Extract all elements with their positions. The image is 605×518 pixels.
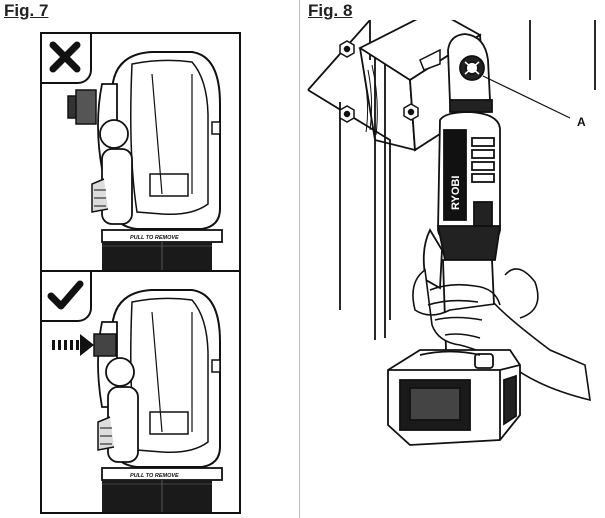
ring-text-correct: PULL TO REMOVE: [130, 473, 179, 479]
incorrect-badge: [42, 34, 92, 84]
fig8-illustration: RYOBI: [300, 20, 605, 518]
fig8-label: Fig. 8: [308, 1, 352, 21]
ring-text-incorrect: PULL TO REMOVE: [130, 235, 179, 241]
fig7-correct-panel: PULL TO REMOVE: [40, 270, 241, 514]
ratchet-head: [448, 34, 492, 112]
check-mark-icon: [42, 272, 88, 318]
brand-text: RYOBI: [450, 176, 462, 210]
correct-badge: [42, 272, 92, 322]
fig7-incorrect-panel: PULL TO REMOVE: [40, 32, 241, 272]
battery-pack: [388, 350, 520, 445]
callout-leader-line: [483, 76, 570, 118]
callout-a-label: A: [577, 115, 586, 129]
push-arrow-icon: [52, 334, 94, 356]
fig7-label: Fig. 7: [4, 1, 48, 21]
x-mark-icon: [42, 34, 88, 80]
